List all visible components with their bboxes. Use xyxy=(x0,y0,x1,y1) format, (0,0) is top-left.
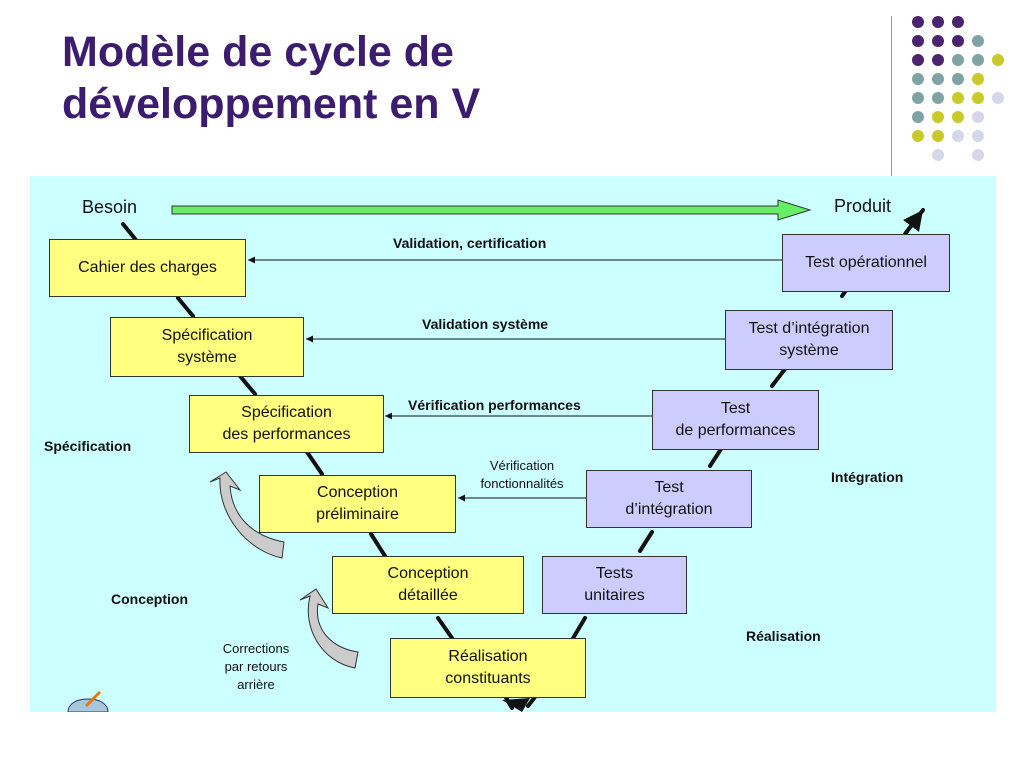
box-realisation-constituants: Réalisation constituants xyxy=(390,638,586,698)
title-line-2: développement en V xyxy=(62,80,481,128)
title-line-1: Modèle de cycle de xyxy=(62,28,454,76)
box-cahier-des-charges: Cahier des charges xyxy=(49,239,246,297)
correction-arrow-upper-icon xyxy=(209,471,285,559)
page-title: Modèle de cycle de développement en V xyxy=(62,26,480,130)
besoin-label: Besoin xyxy=(82,197,138,217)
correction-arrow-lower-icon xyxy=(299,588,359,669)
decorative-dot-grid xyxy=(912,16,1004,161)
box-specification-systeme: Spécification système xyxy=(110,317,304,377)
phase-integration: Intégration xyxy=(831,469,904,485)
header-divider xyxy=(891,16,892,176)
dot-row-4 xyxy=(912,73,984,85)
box-test-integration-text: Test d’intégration xyxy=(625,479,713,518)
box-tests-unitaires: Tests unitaires xyxy=(542,556,687,614)
phase-specification: Spécification xyxy=(44,438,132,454)
box-test-integration-systeme: Test d’intégration système xyxy=(725,310,893,370)
box-test-operationnel: Test opérationnel xyxy=(782,234,950,292)
box-test-performances: Test de performances xyxy=(652,390,819,450)
box-specification-performances-text: Spécification des performances xyxy=(222,404,351,443)
label-validation-systeme: Validation système xyxy=(422,316,549,332)
phase-conception: Conception xyxy=(111,591,188,607)
box-test-integration: Test d’intégration xyxy=(586,470,752,528)
v-bottom-tip xyxy=(502,698,530,712)
label-verification-fonctionnalites: Vérification fonctionnalités xyxy=(480,458,564,491)
box-specification-performances: Spécification des performances xyxy=(189,395,384,453)
box-test-performances-text: Test de performances xyxy=(675,400,796,439)
phase-realisation: Réalisation xyxy=(746,628,821,644)
box-realisation-constituants-text: Réalisation constituants xyxy=(445,648,531,687)
dot-row-2 xyxy=(912,35,984,47)
dot-row-8 xyxy=(932,149,984,161)
dot-row-5 xyxy=(912,92,1004,104)
box-conception-preliminaire: Conception préliminaire xyxy=(259,475,456,533)
besoin-produit-arrow xyxy=(171,199,812,221)
box-conception-detaillee: Conception détaillée xyxy=(332,556,524,614)
v-model-diagram: Besoin Produit Cahier des charges Spécif… xyxy=(30,176,996,712)
box-test-operationnel-text: Test opérationnel xyxy=(805,254,927,271)
v-left-branch xyxy=(121,222,514,710)
label-verification-performances: Vérification performances xyxy=(408,397,581,413)
dot-row-3 xyxy=(912,54,1004,66)
produit-label: Produit xyxy=(834,196,892,216)
dot-row-7 xyxy=(912,130,984,142)
label-validation-certification: Validation, certification xyxy=(393,235,547,251)
box-test-integration-systeme-text: Test d’intégration système xyxy=(748,320,870,359)
dot-row-1 xyxy=(912,16,964,28)
corrections-note: Corrections par retours arrière xyxy=(222,641,290,692)
box-conception-preliminaire-text: Conception préliminaire xyxy=(316,484,399,523)
box-cahier-des-charges-text: Cahier des charges xyxy=(78,259,217,276)
dot-row-6 xyxy=(912,111,984,123)
box-conception-detaillee-text: Conception détaillée xyxy=(387,565,469,604)
box-specification-systeme-text: Spécification système xyxy=(161,327,253,366)
corner-mark-icon xyxy=(67,690,109,712)
diagram-lines xyxy=(67,199,925,712)
box-tests-unitaires-text: Tests unitaires xyxy=(584,565,645,604)
